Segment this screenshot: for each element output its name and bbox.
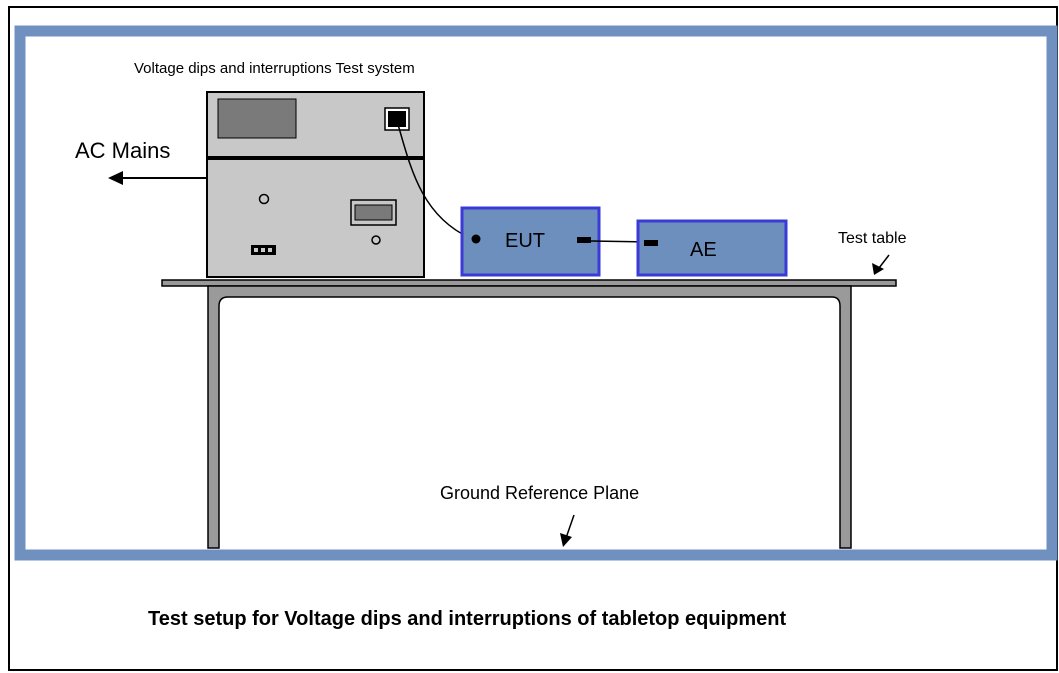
generator-screen [217,98,297,139]
ae-label: AE [690,239,717,261]
ground-plane-arrow-head [560,533,572,547]
table-top [161,279,897,287]
test-table-arrow-head [872,263,884,275]
ac-mains-label: AC Mains [75,138,170,163]
ac-mains-arrow-head [108,171,123,185]
ae-box [636,219,788,277]
test-table-arrow-line [878,254,890,269]
ground-plane-arrow-line [565,514,575,539]
connector-pin [254,248,258,252]
ae-terminal [644,240,658,246]
system-label: Voltage dips and interruptions Test syst… [134,60,415,77]
connector-pin [261,248,265,252]
eut-input-terminal [471,234,481,244]
figure-caption: Test setup for Voltage dips and interrup… [148,608,787,630]
eut-output-terminal [577,237,591,243]
eut-box [460,206,601,277]
table-frame [207,285,852,549]
display-window-inner [354,204,393,221]
output-socket [388,111,406,127]
connector-pin [268,248,272,252]
test-table-label: Test table [838,230,907,247]
indicator-knob-left [258,193,270,205]
eut-label: EUT [505,230,545,252]
indicator-knob-right [371,235,381,245]
ground-plane-label: Ground Reference Plane [440,483,639,503]
power-cable [396,120,471,239]
